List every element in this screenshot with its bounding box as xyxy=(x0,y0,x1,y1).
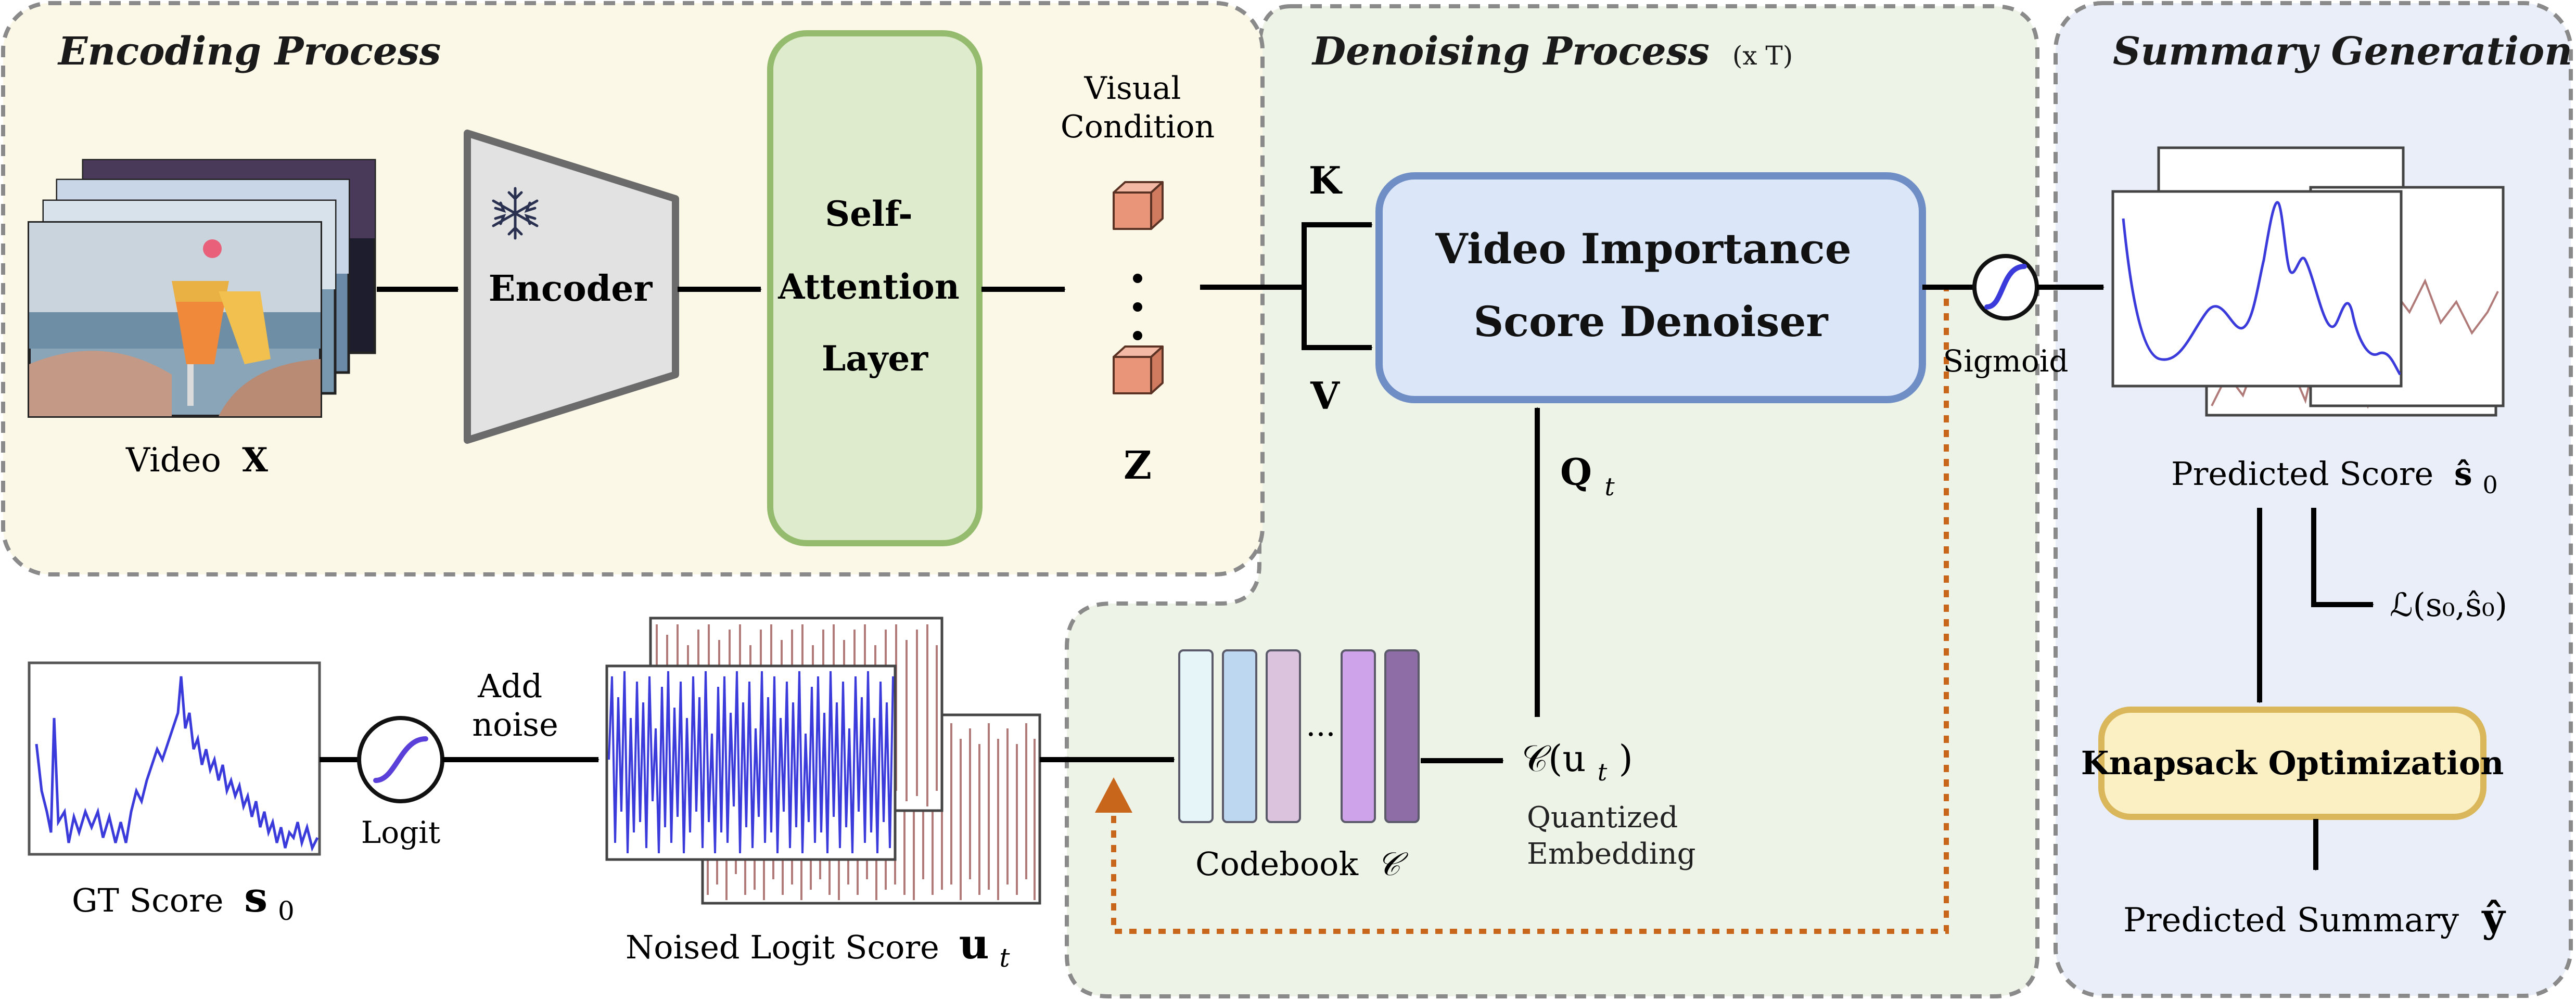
quantized-embedding-symbol: 𝒞(u t ) xyxy=(1522,737,1633,789)
gt-score-label: GT Score s 0 xyxy=(72,873,295,926)
loss-label: ℒ(s₀,ŝ₀) xyxy=(2390,586,2507,624)
predicted-score-curve xyxy=(2122,201,2401,376)
encoding-title: Encoding Process xyxy=(57,29,441,74)
feedback-arrowhead xyxy=(1095,777,1132,813)
cube-icon xyxy=(1113,345,1164,394)
v-label: V xyxy=(1310,374,1340,418)
quantized-embedding-caption: Quantized Embedding xyxy=(1527,801,1696,871)
k-label: K xyxy=(1309,158,1343,202)
logit-label: Logit xyxy=(361,815,440,850)
feedback-loop xyxy=(1111,285,1949,934)
add-noise-label: Add noise xyxy=(472,667,558,743)
gt-score-curve xyxy=(35,676,318,852)
sigmoid-icon xyxy=(1972,254,2039,320)
arrow-k xyxy=(1302,222,1373,287)
video-label: Video X xyxy=(125,441,268,480)
q-label: Q t xyxy=(1560,451,1615,502)
denoising-title: Denoising Process (x T) xyxy=(1311,29,1793,74)
encoder-label: Encoder xyxy=(489,268,653,310)
logit-icon xyxy=(357,716,444,803)
noised-plot-front xyxy=(605,664,897,861)
denoiser-label: Video Importance Score Denoiser xyxy=(1435,224,1866,346)
knapsack-label: Knapsack Optimization xyxy=(2081,744,2504,782)
predicted-score-label: Predicted Score ŝ 0 xyxy=(2171,455,2498,499)
summary-title: Summary Generation xyxy=(2113,29,2572,74)
arrow-v xyxy=(1302,287,1373,350)
noised-score-label: Noised Logit Score u t xyxy=(626,919,1010,973)
video-frames xyxy=(28,159,376,418)
codebook xyxy=(1178,649,1420,823)
snowflake-icon xyxy=(492,187,539,240)
codebook-dots: ··· xyxy=(1306,716,1335,753)
knapsack-block xyxy=(2098,707,2486,820)
self-attention-block xyxy=(767,30,983,546)
codebook-label: Codebook 𝒞 xyxy=(1195,845,1409,883)
predicted-plot-front xyxy=(2111,190,2403,388)
condition-dots xyxy=(1133,274,1142,340)
self-attention-label: Self- Attention Layer xyxy=(777,194,972,379)
arrow-loss xyxy=(2311,508,2374,607)
visual-condition-label: Visual Condition xyxy=(1061,70,1215,145)
sigmoid-label: Sigmoid xyxy=(1943,343,2068,379)
denoiser-block xyxy=(1375,172,1926,403)
predicted-summary-label: Predicted Summary ŷ xyxy=(2123,894,2506,941)
z-symbol: Z xyxy=(1124,443,1152,488)
cube-icon xyxy=(1113,181,1164,230)
